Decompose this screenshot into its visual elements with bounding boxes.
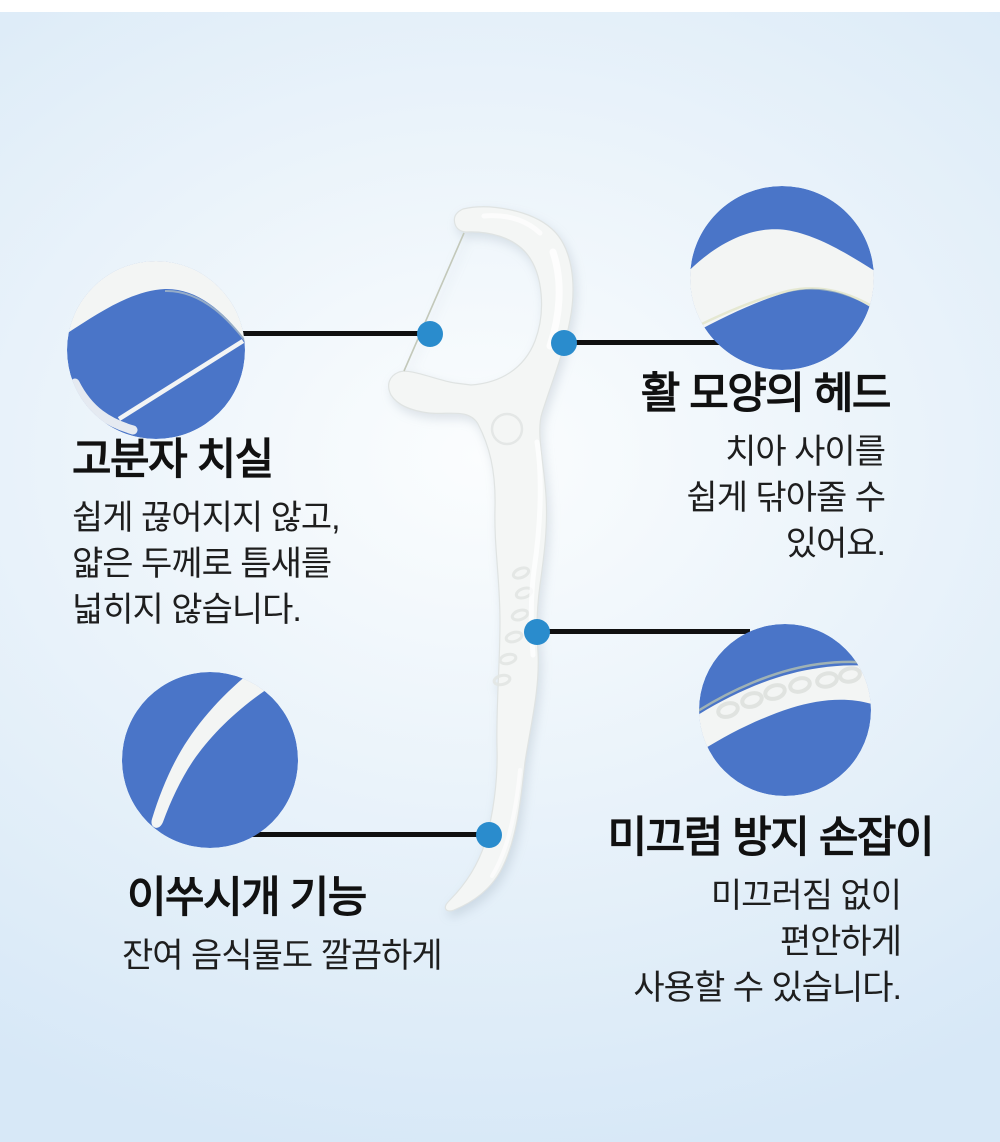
connector-dot-toothpick [476,822,502,848]
callout-floss-title: 고분자 치실 [72,436,274,484]
pick-body [388,206,574,912]
callout-toothpick-title: 이쑤시개 기능 [127,874,367,922]
toothpick-tip-surface [151,672,298,828]
embossed-circle [490,412,524,446]
callout-grip-title: 미끄럼 방지 손잡이 [607,814,935,862]
callout-bow-head-text: 활 모양의 헤드 치아 사이를 쉽게 닦아줄 수 있어요. [640,370,892,567]
connector-line-floss [238,331,438,336]
closeup-circle-bg [122,672,298,848]
callout-toothpick-line-1: 잔여 음식물도 깔끔하게 [122,937,443,976]
callout-grip-line-1: 미끄러짐 없이 [710,877,902,916]
grip-ridges-closeup [716,666,862,719]
callout-bow-head-line-1: 치아 사이를 [725,433,886,472]
head-edge-accent [164,289,245,355]
connector-line-grip [535,629,750,634]
grip-ridges [492,566,534,687]
grip-closeup-circle [699,624,871,796]
floss-strand [403,232,465,372]
callout-toothpick-text: 이쑤시개 기능 잔여 음식물도 깔끔하게 [122,874,443,979]
callout-grip-text: 미끄럼 방지 손잡이 미끄러짐 없이 편안하게 사용할 수 있습니다. [607,814,935,1011]
callout-floss-line-2: 얇은 두께로 틈새를 [72,545,332,584]
floss-pick-product [388,206,574,912]
toothpick-closeup-circle [122,672,298,848]
bow-arc-surface [690,229,874,342]
callout-bow-head-title: 활 모양의 헤드 [640,370,892,418]
top-white-strip [0,0,1000,12]
connector-line-bow-head [562,340,727,345]
floss-strand-closeup [117,339,245,421]
grip-surface [699,665,871,760]
bow-edge-accent [690,287,874,338]
callout-bow-head-line-2: 쉽게 닦아줄 수 [686,479,886,518]
floss-closeup-circle [67,261,245,439]
callout-bow-head-line-3: 있어요. [785,525,886,564]
callout-grip-line-3: 사용할 수 있습니다. [633,969,902,1008]
callout-floss-line-3: 넓히지 않습니다. [72,591,302,630]
prong-rim-closeup [70,378,138,435]
callout-floss-line-1: 쉽게 끊어지지 않고, [72,499,341,538]
callout-floss-text: 고분자 치실 쉽게 끊어지지 않고, 얇은 두께로 틈새를 넓히지 않습니다. [72,436,341,633]
callout-grip-line-2: 편안하게 [779,923,902,962]
connector-dot-bow-head [551,330,577,356]
bow-head-closeup-circle [690,186,874,370]
connector-dot-grip [524,619,550,645]
connector-dot-floss [417,321,443,347]
connector-line-toothpick [232,832,492,837]
